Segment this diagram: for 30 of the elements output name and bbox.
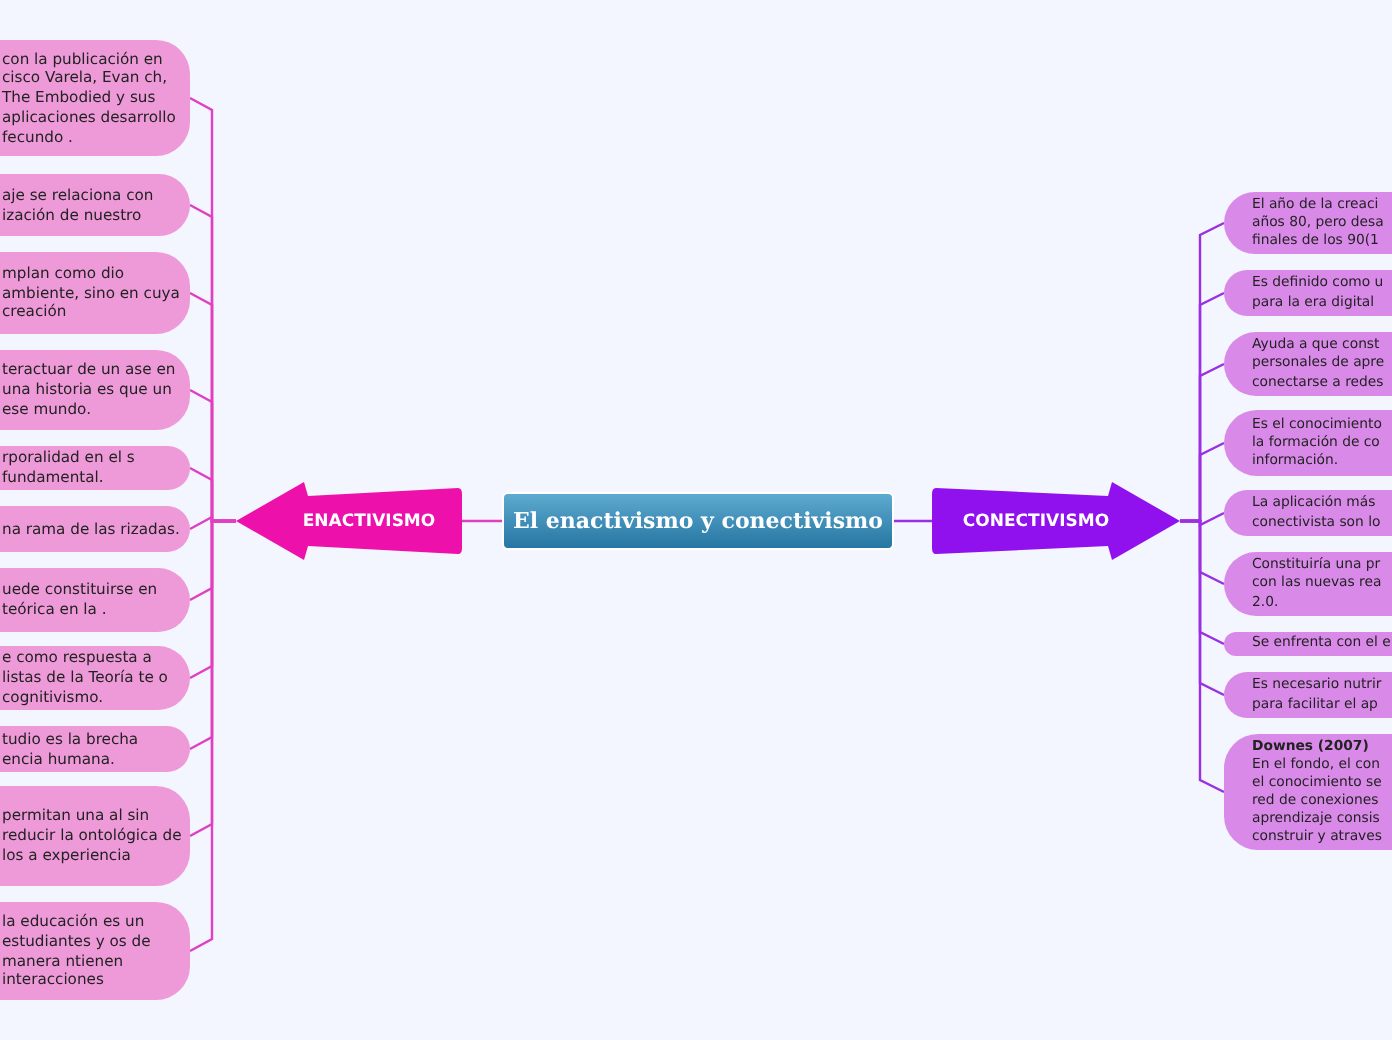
note-bubble: [0, 902, 190, 1000]
note-bubble: [1224, 632, 1392, 656]
note-bubble: [1224, 552, 1392, 616]
connector-line: [462, 519, 502, 523]
connector-line: [189, 519, 236, 953]
note-bubble: [1224, 734, 1392, 850]
branch-label: CONECTIVISMO: [962, 511, 1110, 531]
note-bubble: [0, 646, 190, 710]
note-bubble: [1224, 192, 1392, 254]
note-bubble: [0, 40, 190, 156]
note-bubble: [0, 726, 190, 772]
branch-arrow-shape: [932, 482, 1180, 560]
note-bubble: [1224, 672, 1392, 718]
note-bubble: [0, 786, 190, 886]
branch-arrow-shape: [236, 482, 462, 560]
note-bubble: [1224, 410, 1392, 476]
note-bubble: [1224, 270, 1392, 316]
note-bubble: [1224, 490, 1392, 536]
note-bubble: [0, 568, 190, 632]
connector-line: [1180, 519, 1225, 794]
note-bubble: [0, 446, 190, 490]
note-bubble: [1224, 332, 1392, 396]
note-bubble: [0, 252, 190, 334]
topic-title: El enactivismo y conectivismo: [513, 508, 883, 534]
note-bubble: [0, 350, 190, 430]
note-bubble: [0, 506, 190, 552]
branch-label: ENACTIVISMO: [302, 511, 436, 531]
topic-box: [502, 492, 894, 550]
connector-line: [894, 519, 932, 523]
note-bubble: [0, 174, 190, 236]
